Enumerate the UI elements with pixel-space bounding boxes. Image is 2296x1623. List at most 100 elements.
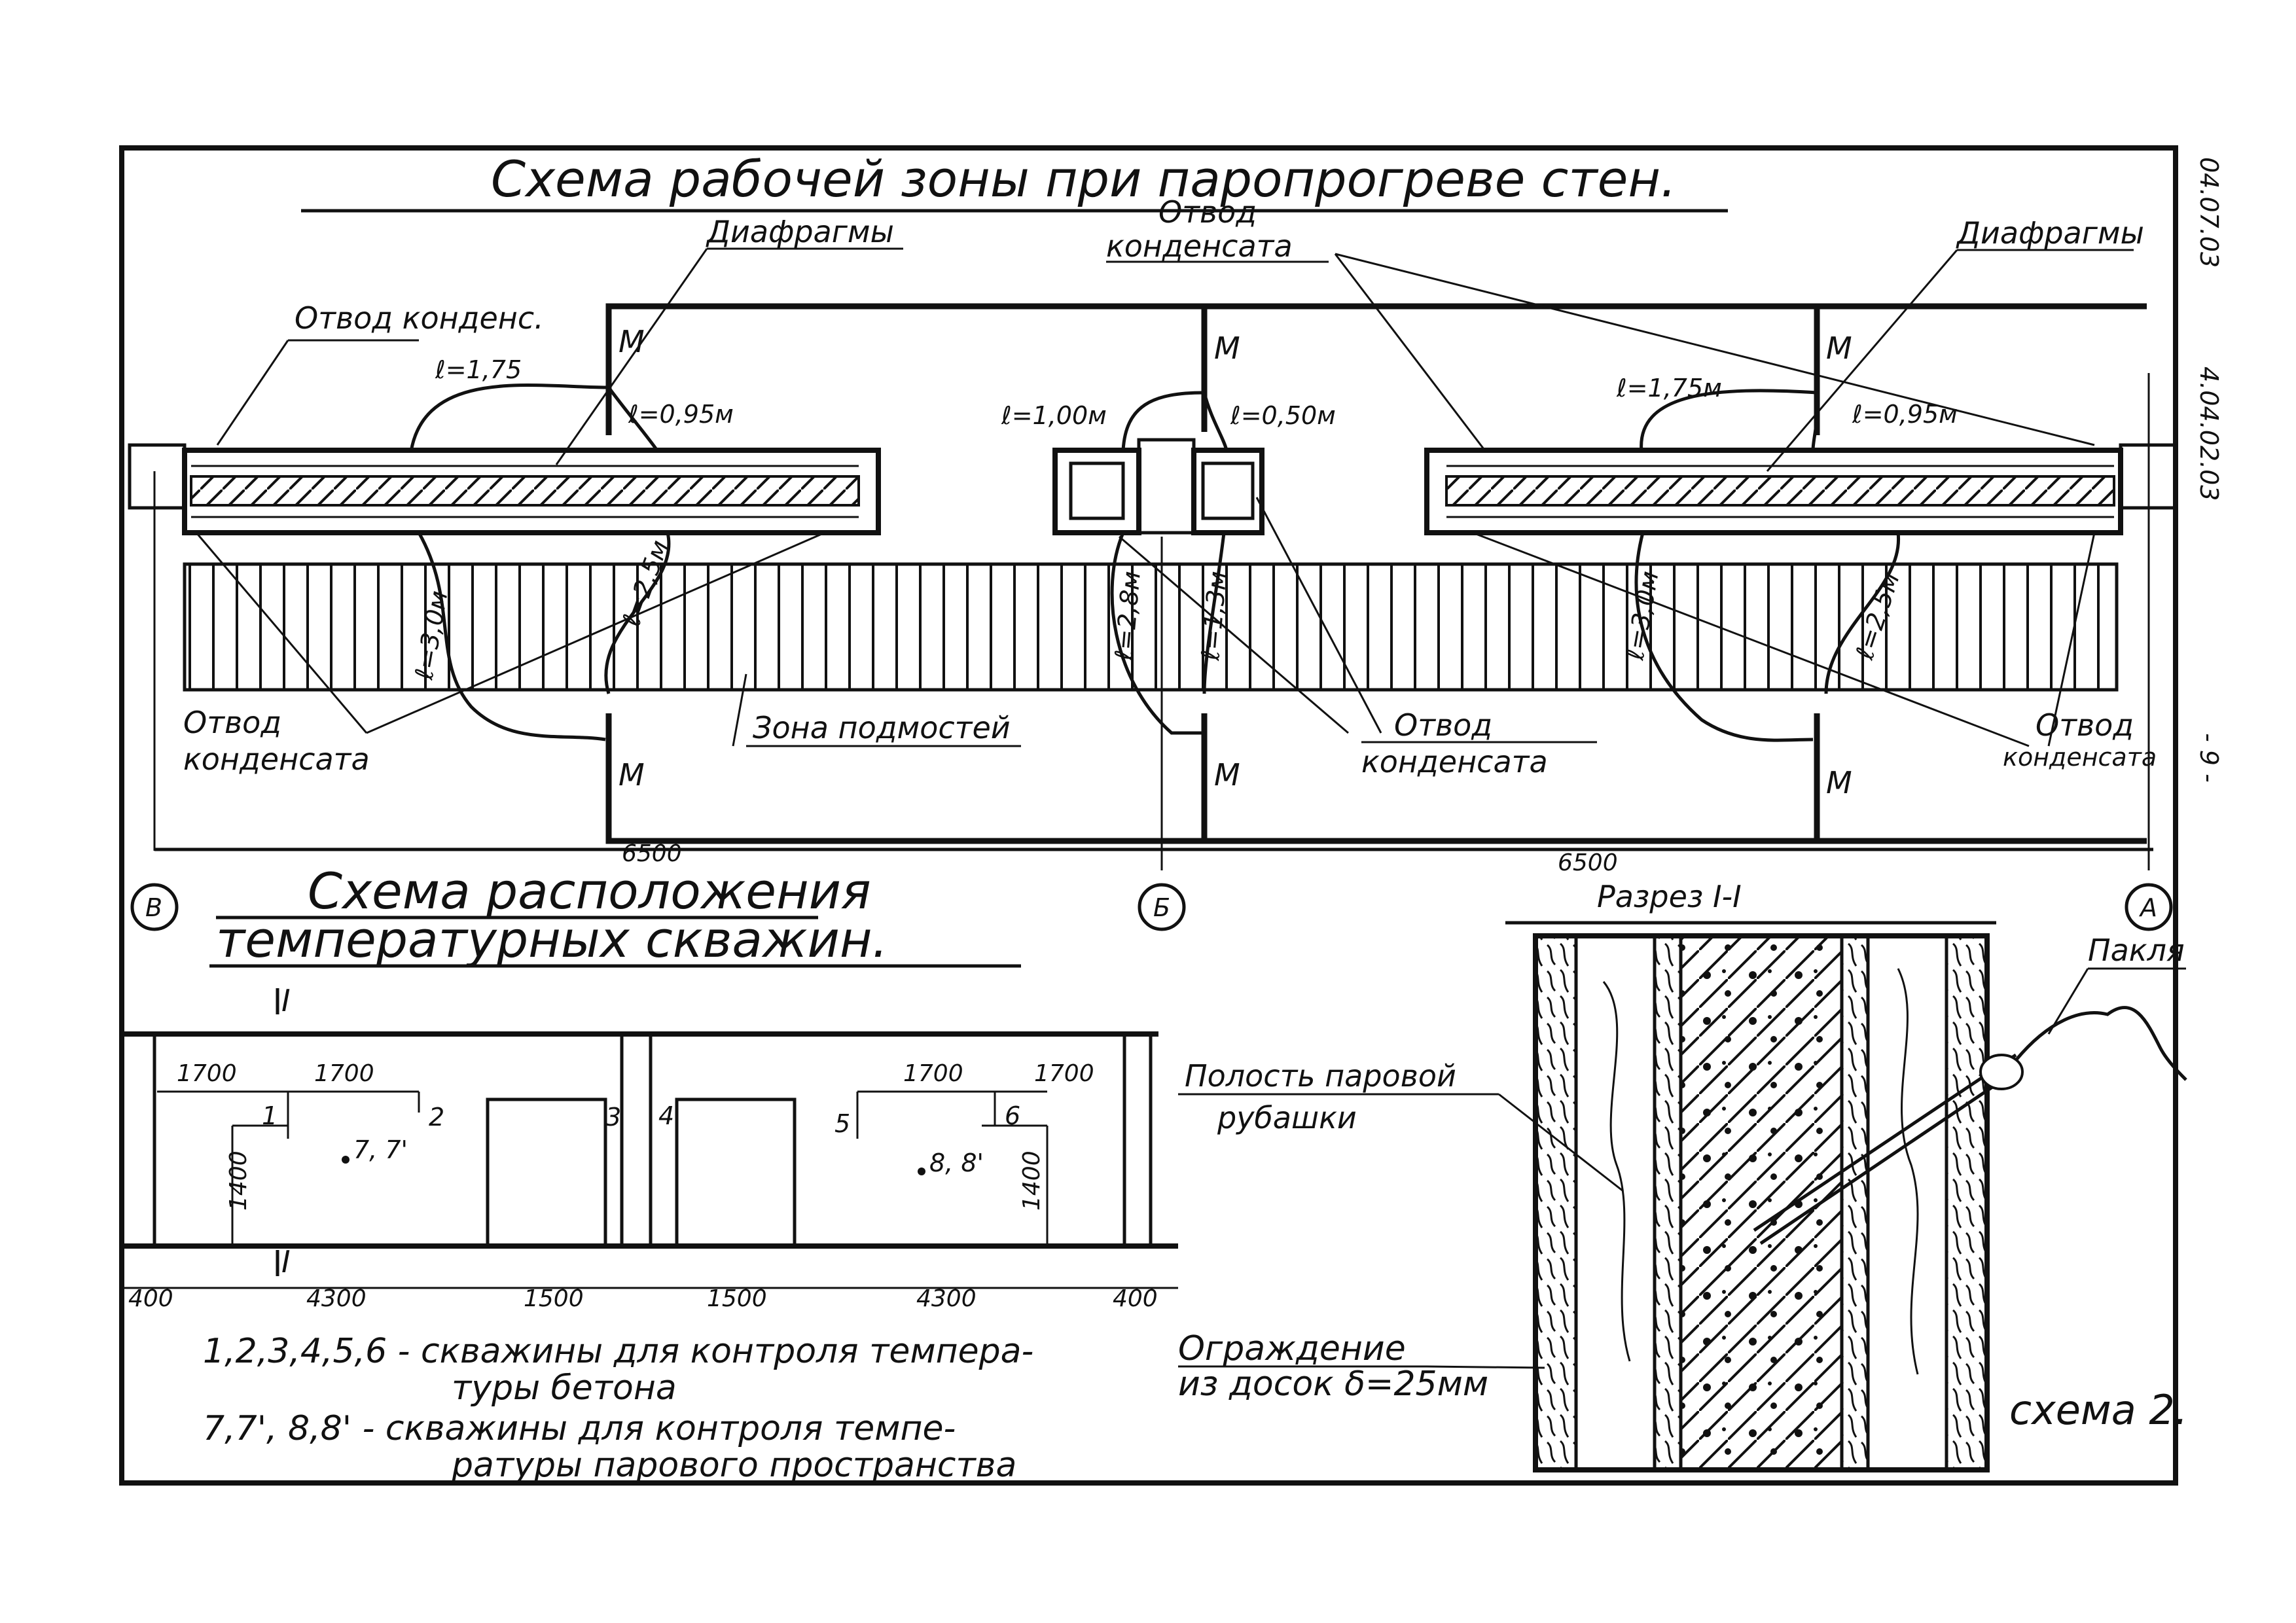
dim-6500-right: 6500: [1558, 849, 1618, 876]
side-code-mid: 4.04.02.03: [2195, 366, 2223, 501]
section-title: Разрез I-I: [1597, 879, 1742, 914]
hose-left-3: [417, 531, 606, 741]
hose-right-2: [1811, 392, 1820, 451]
hose-center-2: [1202, 392, 1229, 451]
label-condensate-bottom-center-2: конденсата: [1361, 744, 1548, 779]
hose-label-2: ℓ=0,95м: [628, 400, 734, 429]
section-view: Разрез I-I Пакля Полость паровой рубашк: [1178, 879, 2188, 1472]
opening-2: [675, 1097, 797, 1248]
wall-left-jacket: [182, 448, 881, 535]
hose-label-1: ℓ=1,75: [435, 355, 522, 384]
axis-v: В: [145, 893, 162, 922]
wells-dim-top-1: 1700: [177, 1060, 237, 1087]
manometer-6: М: [1826, 765, 1852, 800]
fence-planks-right: [1945, 934, 1989, 1472]
dim-6500-left: 6500: [622, 840, 682, 867]
wells-dim-top-4: 1700: [1034, 1060, 1094, 1087]
hose-center-4: [1202, 532, 1226, 694]
legend-1a: 1,2,3,4,5,6 - скважины для контроля темп…: [203, 1332, 1033, 1371]
label-fence-2: из досок δ=25мм: [1178, 1364, 1488, 1404]
well-id-5: 5: [834, 1109, 850, 1138]
wells-scheme: Схема расположения температурных скважин…: [124, 862, 1178, 1485]
label-condensate-bottom-right-1: Отвод: [2036, 707, 2134, 743]
label-schema: схема 2.: [2009, 1386, 2188, 1434]
section-mark-bottom: I: [281, 1244, 291, 1279]
wall-right-core: [1445, 475, 2115, 507]
wells-dim-bottom-2: 4300: [306, 1285, 367, 1312]
steam-well-7-label: 7, 7': [353, 1135, 408, 1164]
legend-1b: туры бетона: [452, 1368, 677, 1408]
hose-right-1: [1640, 389, 1818, 452]
fence-planks-left: [1534, 934, 1578, 1472]
well-id-4: 4: [658, 1101, 674, 1130]
manometer-3: М: [1826, 330, 1852, 366]
well-id-3: 3: [605, 1103, 621, 1132]
label-condensate-bottom-right-2: конденсата: [2003, 743, 2157, 772]
label-condensate-bottom-left-2: конденсата: [183, 741, 370, 777]
wells-dim-top-2: 1700: [314, 1060, 374, 1087]
axis-marker-a: [2125, 883, 2173, 931]
wells-dim-bottom-6: 400: [1113, 1285, 1158, 1312]
plan-view: М М М М М М: [128, 194, 2178, 931]
wells-dim-height-right: 1400: [1018, 1150, 1045, 1211]
steam-well-7: [342, 1156, 350, 1164]
page-title: Схема рабочей зоны при паропрогреве стен…: [491, 150, 1676, 208]
well-id-2: 2: [429, 1103, 444, 1132]
axis-marker-b: [1138, 883, 1186, 931]
wells-title-1: Схема расположения: [308, 862, 871, 920]
hose-center-3: [1110, 532, 1204, 735]
tow-plug: [1979, 1054, 2024, 1090]
manometer-4: М: [619, 757, 645, 793]
sheet-frame: [119, 145, 2178, 1486]
steam-main-bottom: [605, 713, 2147, 844]
hose-left-2: [607, 386, 660, 453]
hose-right-3: [1634, 532, 1814, 742]
opening-1: [486, 1097, 607, 1248]
label-scaffold-zone: Зона подмостей: [753, 710, 1011, 745]
side-sheet-number: - 9 -: [2195, 733, 2223, 783]
wells-title-2: температурных скважин.: [216, 910, 888, 969]
formwork-left: [1653, 934, 1683, 1472]
steam-well-8: [918, 1168, 925, 1175]
label-condensate-top-center-2: конденсата: [1106, 228, 1293, 264]
axis-a: А: [2138, 893, 2157, 922]
label-diaphragms-left: Диафрагмы: [706, 214, 894, 249]
hose-left-1: [409, 383, 609, 452]
axis-b: Б: [1153, 893, 1170, 922]
manometer-5: М: [1214, 757, 1240, 793]
label-cavity-1: Полость паровой: [1185, 1058, 1456, 1094]
hose-label-6: ℓ=0,95м: [1852, 400, 1958, 429]
thermometer-probe: [1753, 1053, 2017, 1232]
well-id-1: 1: [262, 1101, 278, 1130]
label-diaphragms-right: Диафрагмы: [1956, 215, 2144, 251]
label-tow: Пакля: [2088, 933, 2185, 968]
hose-center-1: [1121, 391, 1205, 451]
wells-dim-height-left: 1400: [225, 1150, 252, 1211]
section-mark-top: I: [281, 983, 291, 1018]
wells-dim-top-3: 1700: [903, 1060, 963, 1087]
wells-dim-bottom-1: 400: [128, 1285, 173, 1312]
label-fence-1: Ограждение: [1178, 1329, 1406, 1368]
column-center-mid: [1137, 438, 1196, 535]
wall-stub-left: [128, 443, 187, 510]
column-center-right: [1191, 448, 1265, 535]
label-condensate-bottom-left-1: Отвод: [183, 705, 281, 740]
steam-well-8-label: 8, 8': [929, 1149, 984, 1177]
hose-left-4: [604, 532, 671, 694]
wells-dim-bottom-3: 1500: [524, 1285, 584, 1312]
label-condensate-top-center-1: Отвод: [1158, 194, 1257, 230]
wells-dim-bottom-5: 4300: [916, 1285, 977, 1312]
formwork-right: [1840, 934, 1870, 1472]
label-condensate-top-left: Отвод конденс.: [295, 300, 544, 336]
label-cavity-2: рубашки: [1217, 1100, 1357, 1135]
steam-main-top: [605, 303, 2147, 435]
well-id-6: 6: [1005, 1101, 1020, 1130]
manometer-2: М: [1214, 330, 1240, 366]
hose-label-3: ℓ=1,00м: [1001, 401, 1107, 430]
manometer-1: М: [619, 324, 645, 359]
wall-left-core: [190, 475, 860, 507]
wells-dim-bottom-4: 1500: [707, 1285, 767, 1312]
side-code-top: 04.07.03: [2195, 157, 2223, 268]
axis-marker-v: [130, 883, 179, 931]
